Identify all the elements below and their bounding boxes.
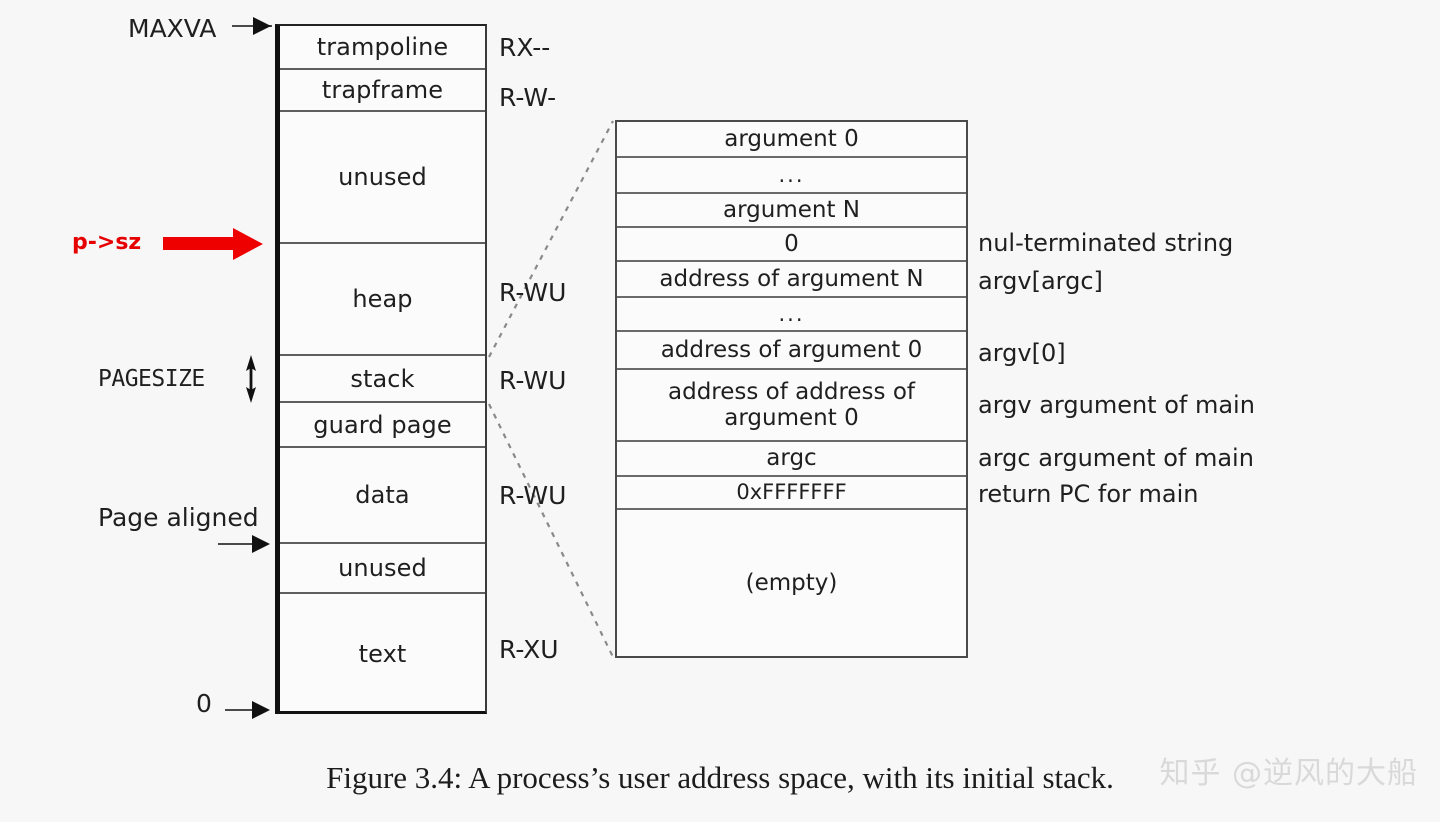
stack-slot-label: address of address of argument 0 [668,378,915,431]
pagesize-label: PAGESIZE [98,366,205,392]
permission-flags-trampoline: RX-- [499,33,551,62]
zero-address-label: 0 [196,689,212,718]
stack-slot-address-of-argument-n: address of argument N [617,262,966,298]
memory-region-data: data [280,448,485,544]
memory-region-trapframe: trapframe [280,70,485,112]
stack-note-argv-0: argv[0] [978,339,1066,367]
stack-slot-label: argc [766,445,817,472]
watermark-label: 知乎 @逆风的大船 [1159,756,1418,791]
memory-region-label: unused [338,554,427,582]
permission-flags-heap: R-WU [499,278,567,307]
initial-stack-detail-box: argument 0 ... argument N 0 address of a… [615,120,968,658]
memory-region-label: trapframe [321,76,444,104]
maxva-arrow-line [232,25,272,27]
user-address-space-column: trampoline trapframe unused heap stack g… [275,24,487,714]
memory-region-unused-upper: unused [280,112,485,244]
page-aligned-label: Page aligned [98,503,259,532]
memory-region-label: text [358,639,407,668]
stack-note-argc-argument-of-main: argc argument of main [978,444,1254,472]
memory-region-heap: heap [280,244,485,356]
memory-region-trampoline: trampoline [280,26,485,70]
page-aligned-arrow-head [252,535,270,553]
stack-slot-label: argument N [723,196,860,223]
memory-region-label: unused [338,163,427,191]
stack-slot-null-terminator: 0 [617,228,966,262]
stack-note-return-pc-for-main: return PC for main [978,480,1199,508]
memory-region-label: guard page [313,410,452,439]
memory-region-text: text [280,594,485,713]
memory-region-label: stack [350,364,415,393]
stack-note-nul-terminated-string: nul-terminated string [978,229,1234,257]
page-aligned-arrow-line [218,543,258,545]
stack-note-argv-argument-of-main: argv argument of main [978,391,1255,419]
stack-slot-argc: argc [617,442,966,477]
stack-slot-address-of-argument-0: address of argument 0 [617,332,966,370]
stack-slot-arguments-ellipsis-upper: ... [617,158,966,194]
stack-slot-argument-n: argument N [617,194,966,228]
stack-slot-addresses-ellipsis: ... [617,298,966,332]
stack-slot-label: ... [778,301,805,326]
pagesize-double-arrow-icon [246,355,256,403]
stack-slot-empty: (empty) [617,510,966,656]
p-sz-label: p->sz [72,230,142,255]
memory-region-label: data [355,481,410,509]
memory-region-label: trampoline [316,33,449,61]
permission-flags-text: R-XU [499,635,559,664]
stack-slot-label: ... [778,162,805,187]
permission-flags-trapframe: R-W- [499,83,557,112]
memory-region-stack: stack [280,356,485,403]
permission-flags-stack: R-WU [499,366,567,395]
zero-arrow-head [252,701,270,719]
permission-flags-data: R-WU [499,481,567,510]
memory-region-unused-lower: unused [280,544,485,594]
stack-slot-label: 0 [784,230,799,257]
stack-slot-label: argument 0 [724,125,859,152]
maxva-arrow-head [253,17,271,35]
stack-note-argv-argc: argv[argc] [978,267,1103,295]
stack-slot-argument-0: argument 0 [617,122,966,158]
stack-slot-label: (empty) [745,569,838,596]
p-sz-arrow-head [233,228,263,260]
memory-region-guard-page: guard page [280,403,485,448]
memory-region-label: heap [352,285,413,313]
figure-caption: Figure 3.4: A process’s user address spa… [326,760,1114,795]
stack-slot-label: address of argument N [659,265,924,292]
stack-slot-address-of-address-of-argument-0: address of address of argument 0 [617,370,966,442]
stack-slot-return-pc: 0xFFFFFFF [617,477,966,510]
stack-slot-label: address of argument 0 [660,336,923,363]
maxva-label: MAXVA [128,14,217,43]
stack-slot-label: 0xFFFFFFF [736,480,847,505]
p-sz-arrow-shaft [163,237,237,250]
zero-arrow-line [225,709,265,711]
